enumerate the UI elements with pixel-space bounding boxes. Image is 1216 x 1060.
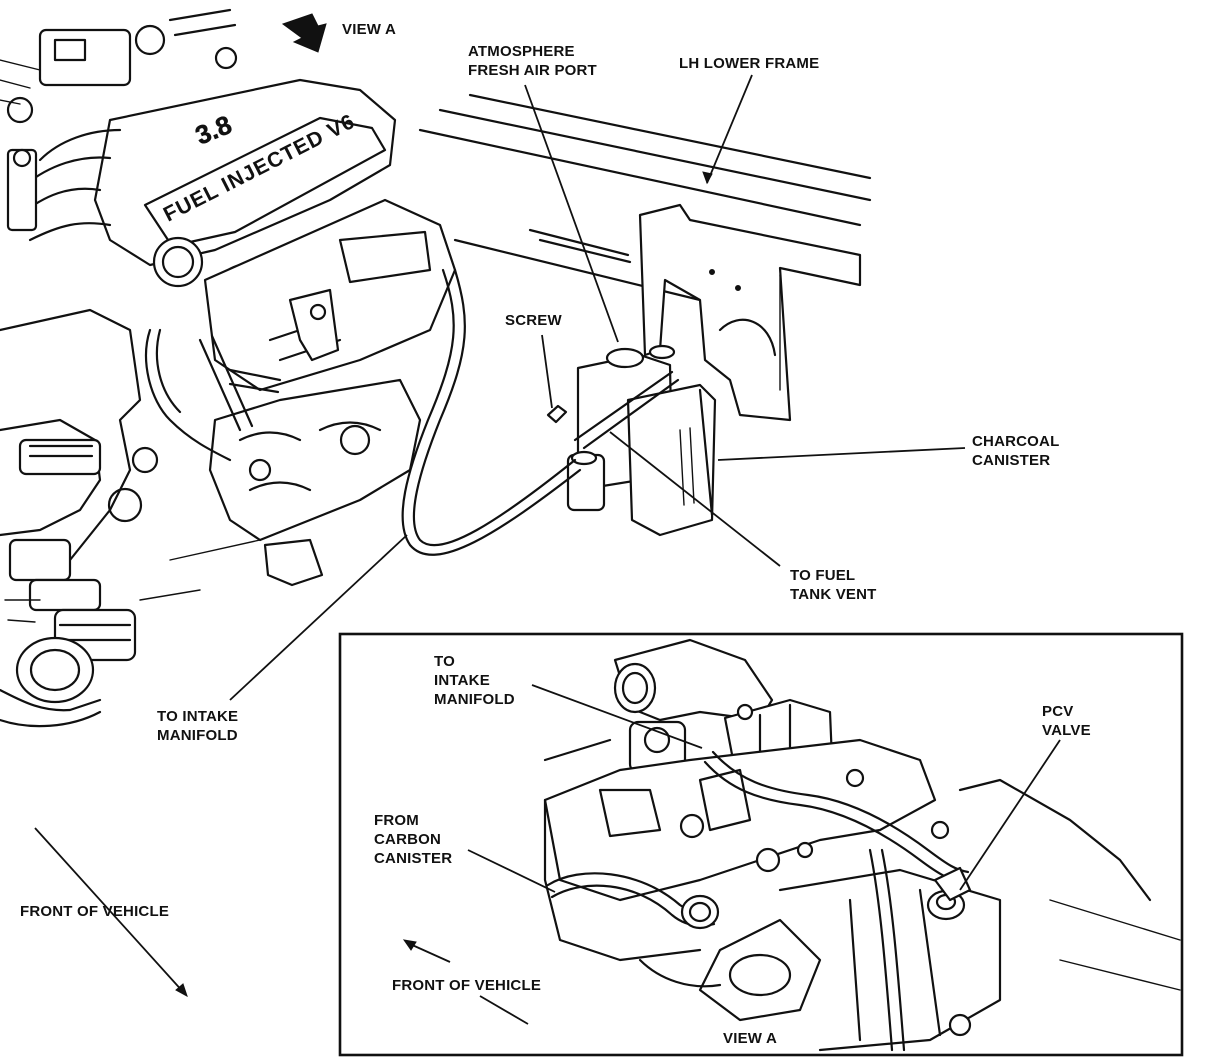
vapor-hose (401, 268, 582, 556)
inset-frame (338, 632, 1184, 1057)
view-a-label: VIEW A (342, 21, 396, 38)
charcoal-canister-label: CHARCOAL CANISTER (972, 433, 1060, 469)
from-carbon-canister-label: FROM CARBON CANISTER (374, 812, 453, 867)
view-a-arrow (281, 13, 327, 53)
atmosphere-fresh-air-port-label: ATMOSPHERE FRESH AIR PORT (468, 43, 597, 79)
lh-lower-frame-label: LH LOWER FRAME (679, 55, 820, 72)
inset-front-of-vehicle-label: FRONT OF VEHICLE (392, 977, 542, 994)
pcv-valve-label: PCV VALVE (1042, 703, 1091, 739)
charcoal-canister (546, 344, 717, 537)
inset-to-intake-manifold-label: TO INTAKE MANIFOLD (434, 653, 515, 708)
to-fuel-tank-vent-label: TO FUEL TANK VENT (790, 567, 877, 603)
inset-engine-illustration (543, 638, 1181, 1052)
inset-view-a-label: VIEW A (723, 1030, 777, 1047)
engine-illustration (0, 8, 457, 728)
lh-lower-frame (418, 93, 872, 422)
main-leader-lines (34, 74, 966, 998)
inset-leader-lines (402, 684, 1061, 1025)
front-of-vehicle-label: FRONT OF VEHICLE (20, 903, 170, 920)
screw-label: SCREW (505, 312, 562, 329)
to-intake-manifold-label: TO INTAKE MANIFOLD (157, 708, 239, 744)
